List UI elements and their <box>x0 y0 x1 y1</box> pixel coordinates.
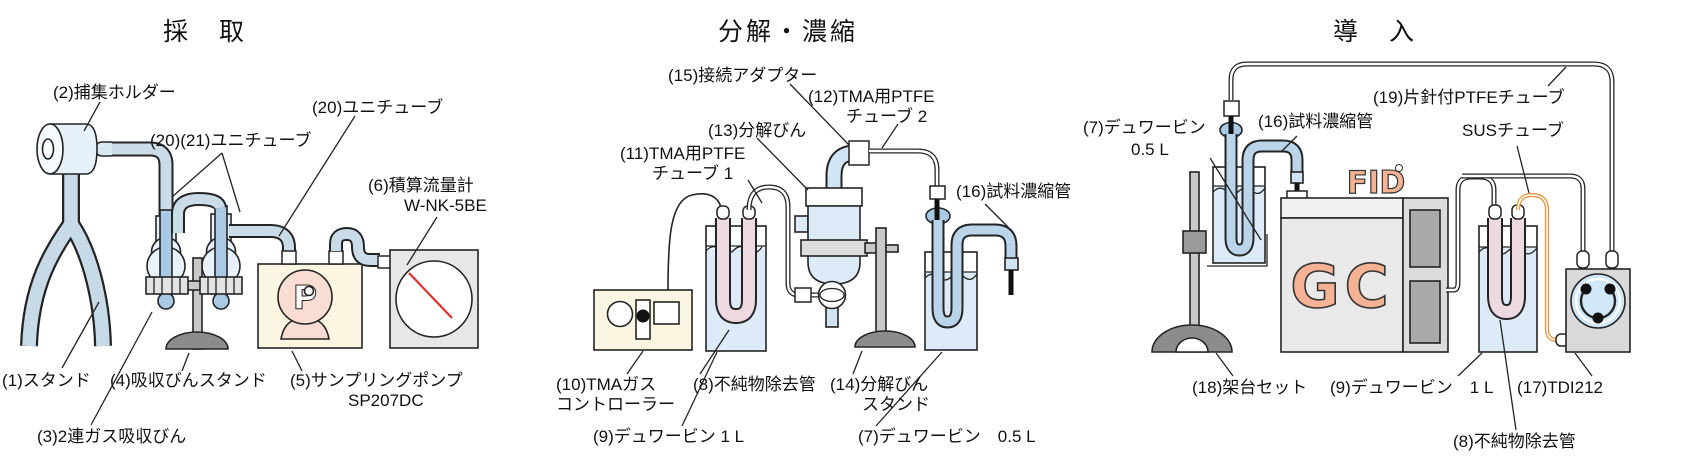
connection-adapter-shape <box>848 140 870 166</box>
collection-holder-shape <box>36 123 118 175</box>
tdi212-device <box>1565 250 1631 353</box>
bottle-stand-shape <box>165 257 229 350</box>
gc-unit: GC FID <box>1280 164 1449 353</box>
needle-connector-s3 <box>1219 100 1243 139</box>
stand-shape <box>20 170 112 347</box>
label-ptfe-tube-2-line1: (12)TMA用PTFE <box>808 87 935 106</box>
bottle-inner-tubes <box>157 205 230 310</box>
title-introduction: 導 入 <box>1332 18 1418 46</box>
gc-label-text: GC <box>1290 252 1393 322</box>
introduction-apparatus: GC FID <box>1151 61 1631 431</box>
label-unitube-20: (20)ユニチューブ <box>312 98 444 117</box>
label-impurity-tube-s2: (8)不純物除去管 <box>693 375 816 394</box>
needle-ptfe-loop <box>1228 61 1615 251</box>
label-stand: (1)スタンド <box>2 371 91 390</box>
title-decomposition: 分解・濃縮 <box>717 18 859 46</box>
sampling-apparatus: P <box>20 101 479 426</box>
bottle-clamps <box>145 276 243 295</box>
label-concentration-tube-s2: (16)試料濃縮管 <box>956 182 1072 201</box>
label-decomposition-flask: (13)分解びん <box>708 121 807 140</box>
flow-meter-needle <box>408 272 453 319</box>
label-flow-meter-line2: W-NK-5BE <box>404 196 487 215</box>
label-collection-holder: (2)捕集ホルダー <box>53 83 176 102</box>
tdi-inlet-tube <box>1462 173 1586 252</box>
label-sus-tube: SUSチューブ <box>1462 121 1564 140</box>
sample-concentration-tube-s2 <box>931 220 1019 329</box>
controller-tube <box>667 193 722 291</box>
label-impurity-tube-s3: (8)不純物除去管 <box>1453 432 1576 451</box>
frame-set-stand <box>1151 171 1233 353</box>
pump-logo-text: P <box>293 278 317 317</box>
label-sampling-pump-line1: (5)サンプリングポンプ <box>290 371 463 390</box>
fid-label-text: FID <box>1347 165 1405 201</box>
gc-to-dewar-tube <box>1446 174 1497 293</box>
label-flask-stand-line1: (14)分解びん <box>830 375 929 394</box>
label-dewar-05l-s3-line2: 0.5 L <box>1131 140 1169 159</box>
impurity-removal-tube-s2 <box>715 205 757 324</box>
label-concentration-tube-s3: (16)試料濃縮管 <box>1258 112 1374 131</box>
decomposition-flask <box>794 140 879 328</box>
label-tma-controller-line2: コントローラー <box>556 395 675 414</box>
tma-gas-controller <box>593 289 693 351</box>
label-dewar-05l-s2: (7)デュワービン 0.5 L <box>858 427 1036 446</box>
label-dewar-1l-s2: (9)デュワービン 1 L <box>593 427 745 446</box>
label-frame-set: (18)架台セット <box>1192 378 1308 397</box>
label-gas-absorption-bottles: (3)2連ガス吸収びん <box>37 427 187 446</box>
label-ptfe-tube-1-line2: チューブ 1 <box>652 164 734 183</box>
label-connection-adapter: (15)接続アダプター <box>668 66 818 85</box>
sample-concentration-tube-s3 <box>1224 134 1308 257</box>
flow-meter <box>377 249 479 349</box>
label-tma-controller-line1: (10)TMAガス <box>556 375 657 394</box>
flask-stand-shape <box>854 227 916 348</box>
label-needle-ptfe-tube: (19)片針付PTFEチューブ <box>1373 88 1565 107</box>
decomposition-leader-lines <box>626 83 1009 427</box>
label-flask-stand-line2: スタンド <box>862 395 930 414</box>
label-dewar-1l-s3: (9)デュワービン 1 L <box>1330 378 1494 397</box>
label-unitube-20-21: (20)(21)ユニチューブ <box>150 131 312 150</box>
title-sampling: 採 取 <box>162 18 248 46</box>
introduction-leader-lines <box>1209 66 1593 431</box>
ptfe-tube-2 <box>869 148 951 225</box>
sampling-leader-lines <box>61 101 438 426</box>
label-ptfe-tube-1-line1: (11)TMA用PTFE <box>620 144 746 163</box>
decomposition-apparatus <box>593 83 1019 427</box>
label-ptfe-tube-2-line2: チューブ 2 <box>846 107 928 126</box>
label-dewar-05l-s3-line1: (7)デュワービン <box>1083 118 1206 137</box>
sampling-pump: P <box>257 250 363 349</box>
label-flow-meter-line1: (6)積算流量計 <box>368 176 474 195</box>
label-sampling-pump-line2: SP207DC <box>348 391 424 410</box>
dewar-1l-s3 <box>1478 204 1538 353</box>
label-tdi212: (17)TDI212 <box>1517 378 1603 397</box>
label-absorption-bottle-stand: (4)吸収びんスタンド <box>110 371 267 390</box>
